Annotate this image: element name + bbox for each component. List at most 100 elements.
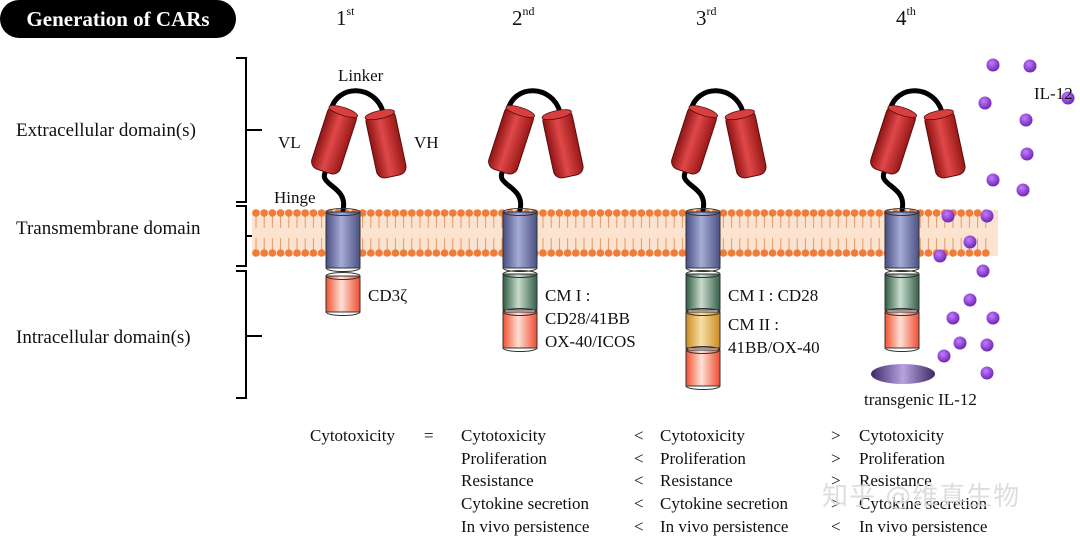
list-item: Cytokine secretion: [660, 494, 788, 514]
cd3-zeta-segment: [685, 346, 721, 390]
il12-molecule: [986, 58, 1000, 72]
lipid-head: [547, 249, 555, 257]
cm1-segment: [884, 270, 920, 314]
vl-domain: [488, 105, 535, 175]
lipid-head: [834, 249, 842, 257]
lipid-head: [317, 249, 326, 257]
il12-molecule: [1023, 59, 1037, 73]
list-item: Cytotoxicity: [461, 426, 546, 445]
generation-4-label: 4th: [896, 4, 916, 30]
lipid-head: [629, 249, 637, 257]
lipid-head: [842, 249, 851, 257]
lipid-head: [924, 249, 933, 257]
lipid-head: [383, 209, 392, 217]
list-item: Cytotoxicity: [859, 426, 944, 445]
lipid-head: [358, 209, 367, 217]
vh-domain: [923, 109, 966, 179]
il12-molecule: [976, 264, 990, 278]
lipid-head: [539, 209, 547, 217]
lipid-head: [465, 249, 474, 257]
lipid-head: [809, 209, 818, 217]
gen3-cm1-label: CM I : CD28: [728, 286, 819, 305]
lipid-head: [408, 209, 416, 217]
il12-molecule: [1016, 183, 1030, 197]
lipid-head: [613, 209, 621, 217]
lipid-head: [818, 209, 826, 217]
lipid-head: [645, 249, 654, 257]
lipid-head: [957, 209, 965, 217]
linker: [887, 88, 945, 115]
lipid-head: [301, 249, 310, 257]
lipid-head: [572, 249, 580, 257]
lipid-head: [285, 249, 293, 257]
vl-domain: [870, 105, 917, 175]
comparison-ops-2-3: < < < < <: [634, 426, 644, 536]
vh-domain: [724, 109, 767, 179]
generation-1-label: 1st: [336, 4, 355, 30]
lipid-head: [555, 249, 564, 257]
transgenic-il12-oval: [871, 364, 935, 384]
list-item: Proliferation: [859, 448, 945, 468]
lipid-head: [924, 209, 933, 217]
lipid-head: [678, 249, 687, 257]
lipid-head: [367, 249, 375, 257]
il12-molecule: [933, 249, 947, 263]
lipid-head: [399, 209, 408, 217]
list-item: Resistance: [461, 471, 534, 491]
cm1-segment: [685, 270, 721, 314]
lipid-head: [842, 209, 851, 217]
vl-domain: [311, 105, 358, 175]
lipid-head: [662, 209, 670, 217]
lipid-head: [637, 249, 646, 257]
lipid-head: [580, 249, 588, 257]
lipid-head: [260, 249, 269, 257]
cm2-segment: [685, 308, 721, 352]
lipid-head: [563, 209, 572, 217]
lipid-head: [613, 249, 621, 257]
gen2-cm1-options-1: CD28/41BB: [545, 309, 631, 328]
comparison-equals: =: [424, 426, 434, 445]
lipid-head: [973, 249, 982, 257]
lipid-head: [826, 249, 834, 257]
lipid-head: [416, 209, 424, 217]
lipid-head: [408, 249, 416, 257]
lipid-head: [736, 249, 744, 257]
lipid-head: [867, 249, 875, 257]
lipid-head: [654, 209, 662, 217]
hinge-label: Hinge: [274, 188, 316, 207]
lipid-head: [752, 249, 760, 257]
lipid-head: [317, 209, 326, 217]
lipid-head: [760, 209, 769, 217]
lipid-head: [481, 249, 490, 257]
lipid-head: [383, 249, 392, 257]
lipid-head: [670, 209, 678, 217]
lipid-head: [309, 249, 318, 257]
bracket-extracellular: [236, 57, 262, 203]
lipid-head: [473, 209, 482, 217]
list-item: In vivo persistence: [859, 516, 988, 536]
lipid-head: [629, 209, 637, 217]
cm1-segment: [502, 270, 538, 314]
lipid-head: [744, 209, 752, 217]
lipid-head: [932, 209, 941, 217]
vh-label: VH: [414, 133, 439, 152]
lipid-head: [793, 209, 801, 217]
page-title: Generation of CARs: [0, 0, 236, 38]
lipid-head: [432, 209, 441, 217]
lipid-head: [391, 249, 400, 257]
gen3-cm2-options: 41BB/OX-40: [728, 338, 820, 357]
cd3-zeta-segment: [325, 272, 361, 316]
car-receptors: [311, 88, 966, 390]
car-gen4: [870, 88, 966, 352]
lipid-head: [260, 209, 269, 217]
vh-domain: [364, 109, 407, 179]
il12-molecule: [980, 366, 994, 380]
lipid-head: [490, 249, 498, 257]
lipid-head: [399, 249, 408, 257]
lipid-head: [375, 209, 383, 217]
watermark: 知乎 @维真生物: [822, 482, 1021, 512]
comparison-gen2: Cytotoxicity Proliferation Resistance Cy…: [461, 425, 589, 539]
hinge: [498, 165, 524, 213]
vh-domain: [541, 109, 584, 179]
car-gen1: [311, 88, 407, 316]
